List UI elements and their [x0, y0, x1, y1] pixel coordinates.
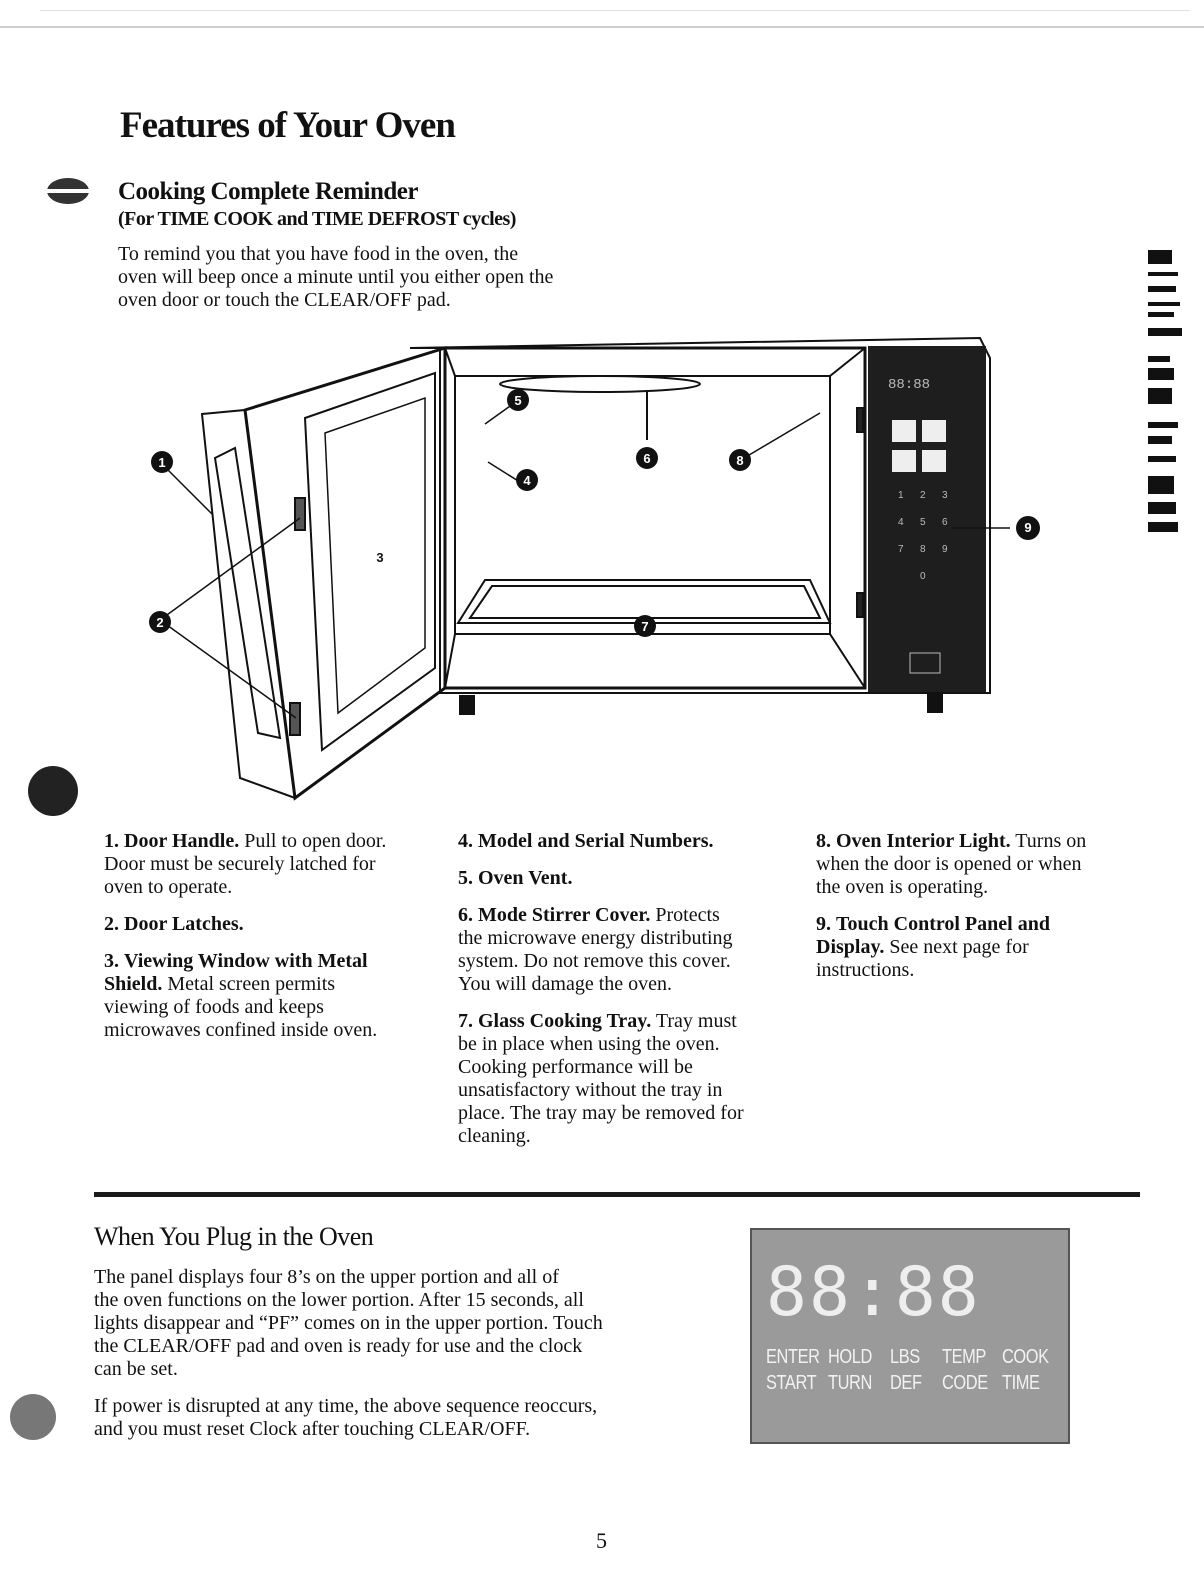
svg-text:2: 2	[920, 490, 926, 501]
svg-text:6: 6	[942, 517, 948, 528]
svg-text:8: 8	[920, 544, 926, 555]
reminder-text: To remind you that you have food in the …	[118, 243, 553, 312]
features-col-1: 1. Door Handle. Pull to open door.Door m…	[104, 830, 434, 1056]
svg-text:9: 9	[942, 544, 948, 555]
reminder-heading: Cooking Complete Reminder	[118, 178, 418, 205]
oven-diagram: 88:88 1 2 3 4 5 6 7 8 9 0 1 2 3 4 5 6 7 8	[149, 336, 1010, 801]
display-label: TEMP	[942, 1346, 986, 1368]
display-label: ENTER	[766, 1346, 820, 1368]
callout-3: 3	[376, 550, 383, 565]
reminder-line: oven door or touch the CLEAR/OFF pad.	[118, 289, 451, 311]
callout-4: 4	[523, 473, 531, 488]
plug-in-para-2: If power is disrupted at any time, the a…	[94, 1395, 598, 1440]
display-digits: 88:88	[766, 1253, 981, 1332]
reminder-line: oven will beep once a minute until you e…	[118, 266, 554, 288]
display-label: HOLD	[828, 1346, 872, 1368]
reminder-section: Cooking Complete Reminder (For TIME COOK…	[118, 178, 553, 312]
display-label: DEF	[890, 1372, 922, 1394]
plug-in-heading: When You Plug in the Oven	[94, 1222, 374, 1251]
callout-6: 6	[643, 451, 650, 466]
page-title: Features of Your Oven	[120, 105, 456, 146]
display-label: TURN	[828, 1372, 872, 1394]
svg-text:0: 0	[920, 571, 926, 582]
decorative-dot	[28, 766, 78, 816]
callout-2: 2	[156, 615, 163, 630]
plug-in-section: When You Plug in the Oven The panel disp…	[94, 1222, 654, 1441]
scan-artifact-strip	[1148, 250, 1182, 532]
svg-text:5: 5	[920, 517, 926, 528]
section-divider	[94, 1192, 1140, 1197]
section-bullet-icon	[46, 178, 90, 204]
callout-9: 9	[1016, 516, 1040, 540]
callout-5: 5	[514, 393, 521, 408]
svg-text:1: 1	[898, 490, 904, 501]
feature-item: 4. Model and Serial Numbers.	[458, 830, 714, 852]
panel-digits: 88:88	[888, 377, 930, 393]
scan-edge-line	[40, 10, 1190, 11]
control-panel	[868, 346, 986, 692]
svg-text:7: 7	[898, 544, 904, 555]
features-col-2: 4. Model and Serial Numbers. 5. Oven Ven…	[458, 830, 798, 1162]
display-label: CODE	[942, 1372, 988, 1394]
plug-in-para-1: The panel displays four 8’s on the upper…	[94, 1266, 603, 1380]
callout-8: 8	[736, 453, 743, 468]
display-label: COOK	[1002, 1346, 1049, 1368]
feature-item: 1. Door Handle. Pull to open door.Door m…	[104, 830, 387, 898]
reminder-line: To remind you that you have food in the …	[118, 243, 519, 265]
display-label: TIME	[1002, 1372, 1040, 1394]
top-rule	[0, 26, 1204, 28]
display-panel: 88:88 ENTER HOLD LBS TEMP COOK START TUR…	[750, 1228, 1070, 1444]
svg-text:4: 4	[898, 517, 904, 528]
decorative-dot	[10, 1394, 56, 1440]
reminder-subheading: (For TIME COOK and TIME DEFROST cycles)	[118, 208, 516, 230]
display-label: START	[766, 1372, 817, 1394]
callout-1: 1	[158, 455, 165, 470]
display-label: LBS	[890, 1346, 920, 1368]
feature-item: 2. Door Latches.	[104, 913, 244, 935]
feature-item: 5. Oven Vent.	[458, 867, 573, 889]
page-number: 5	[596, 1528, 607, 1553]
svg-text:3: 3	[942, 490, 948, 501]
callout-7: 7	[641, 619, 648, 634]
